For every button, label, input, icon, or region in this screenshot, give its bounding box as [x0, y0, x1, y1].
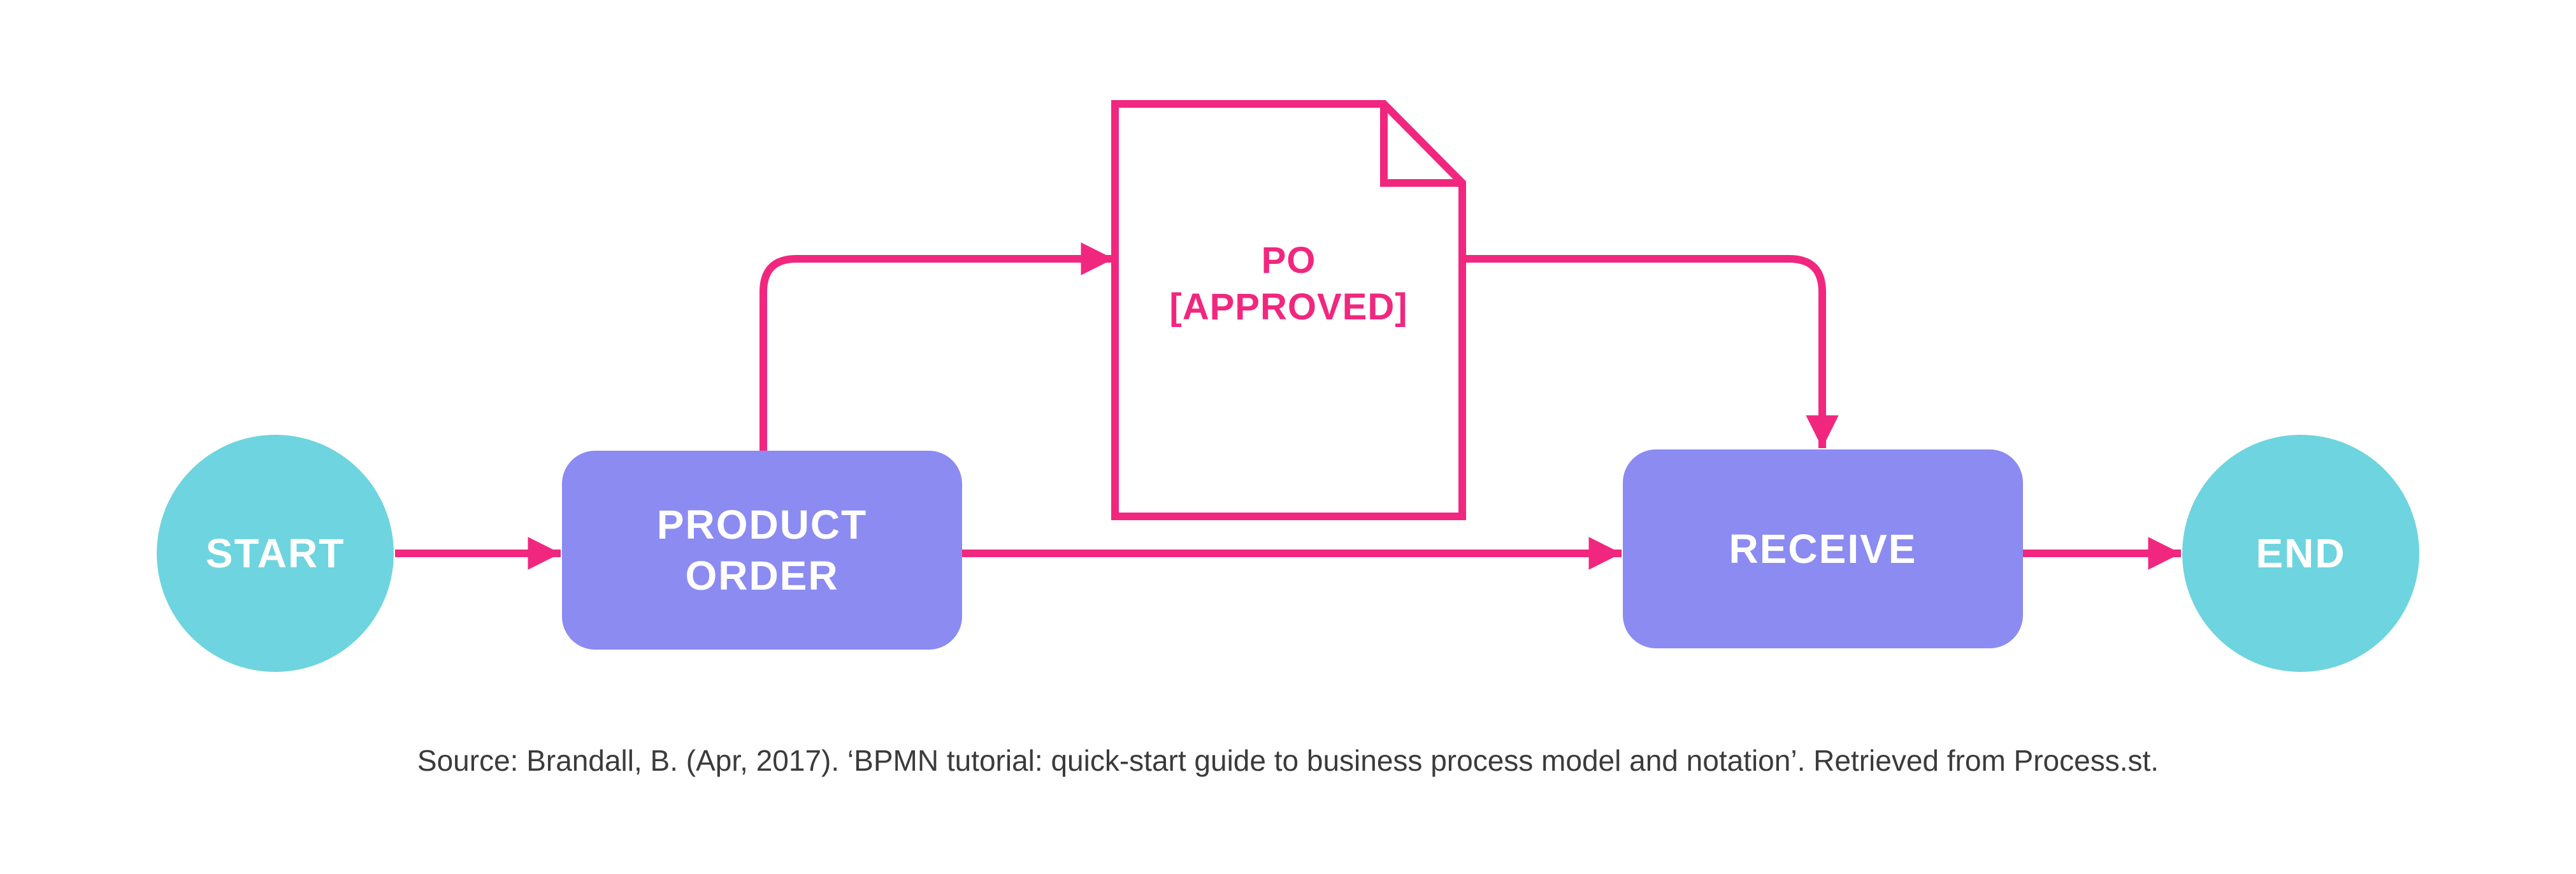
start-event-node: START	[157, 435, 394, 672]
data-object-po-approved-label: PO [APPROVED]	[1115, 237, 1462, 330]
document-outline	[1111, 100, 1466, 520]
flow-product-order-to-document	[759, 242, 1114, 451]
start-event-label: START	[205, 530, 345, 576]
task-receive-label: RECEIVE	[1729, 526, 1917, 572]
document-label-line1: PO	[1261, 240, 1316, 281]
task-product-order-label-line1: PRODUCT	[656, 502, 868, 548]
document-label-line2: [APPROVED]	[1169, 286, 1408, 328]
task-receive: RECEIVE	[1623, 449, 2023, 648]
folded-corner-icon	[1380, 104, 1462, 187]
document-icon	[1111, 100, 1466, 520]
end-event-label: END	[2256, 530, 2346, 576]
task-product-order-label-line2: ORDER	[685, 553, 839, 599]
source-citation: Source: Brandall, B. (Apr, 2017). ‘BPMN …	[417, 744, 2159, 777]
end-event-node: END	[2182, 435, 2419, 672]
task-product-order: PRODUCT ORDER	[562, 451, 962, 650]
flow-document-to-receive	[1462, 255, 1839, 448]
task-product-order-label: PRODUCT ORDER	[657, 499, 867, 601]
